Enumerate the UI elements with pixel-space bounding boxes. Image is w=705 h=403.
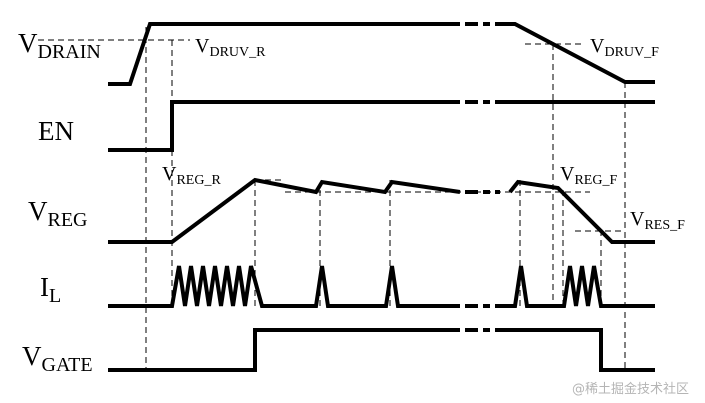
vgate-waveform (108, 328, 460, 372)
vgate-waveform-end (500, 328, 655, 372)
vdrain-waveform-end (500, 22, 655, 84)
vreg-waveform-end (508, 179, 655, 244)
label-il: IL (40, 272, 61, 307)
il-waveform-end (500, 265, 655, 308)
annotation-vdruv-r: VDRUV_R (195, 35, 266, 60)
label-vgate: VGATE (22, 341, 93, 376)
annotation-vdruv-f: VDRUV_F (590, 35, 659, 60)
watermark: @稀土掘金技术社区 (572, 381, 689, 397)
vreg-waveform (108, 177, 461, 244)
en-waveform (108, 100, 460, 152)
annotation-vreg-r: VREG_R (162, 163, 221, 188)
il-waveform (108, 265, 460, 308)
vdrain-waveform (108, 22, 460, 86)
annotation-vreg-f: VREG_F (560, 163, 617, 188)
label-vreg: VREG (28, 196, 88, 231)
label-vdrain: VDRAIN (18, 28, 101, 63)
label-en: EN (38, 116, 74, 146)
annotation-vres-f: VRES_F (630, 208, 685, 233)
